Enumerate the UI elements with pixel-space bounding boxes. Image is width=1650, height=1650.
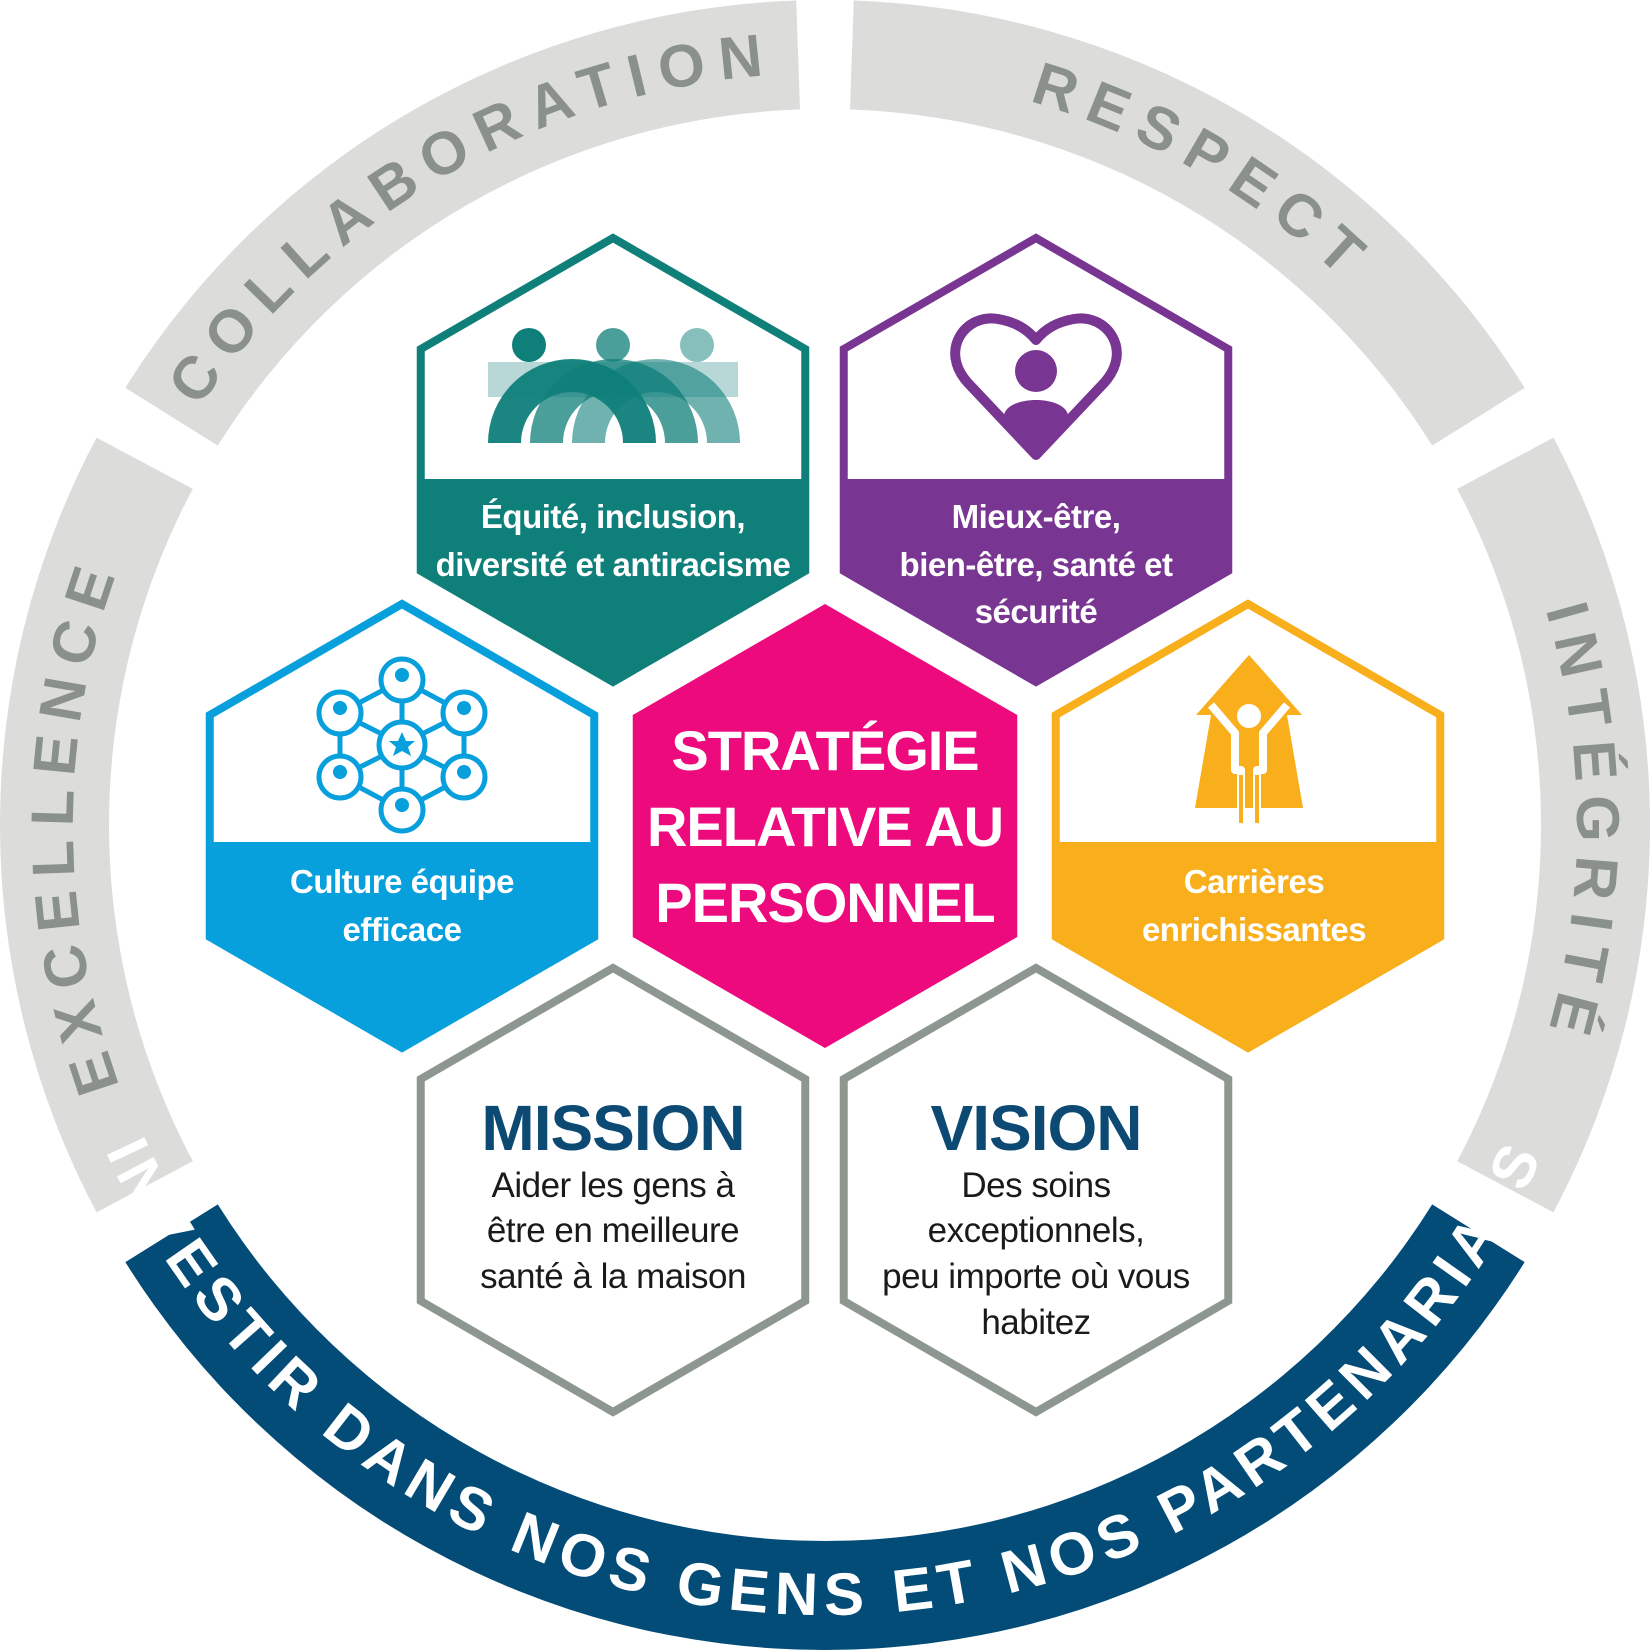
vision-line: Des soins xyxy=(961,1166,1110,1205)
people-arches-icon xyxy=(488,328,740,443)
hex-mission xyxy=(416,963,810,1417)
vision-line: habitez xyxy=(981,1303,1090,1342)
vision-line: exceptionnels, xyxy=(928,1211,1145,1250)
pillar-culture-label: Culture équipe efficace xyxy=(290,863,515,948)
center-title-line: PERSONNEL xyxy=(655,871,995,934)
mission-line: Aider les gens à xyxy=(492,1166,736,1205)
pillar-equity-line: Équité, inclusion, xyxy=(481,498,745,535)
pillar-careers-label: Carrières enrichissantes xyxy=(1142,863,1367,948)
pillar-wellness-line: bien-être, santé et xyxy=(900,546,1173,583)
ring-segment-collaboration xyxy=(125,0,801,446)
vision-title: VISION xyxy=(931,1092,1142,1164)
pillar-culture-line: efficace xyxy=(343,911,462,948)
pillar-equity-label: Équité, inclusion, diversité et antiraci… xyxy=(436,498,791,583)
ring-segment-integrity xyxy=(1457,437,1650,1213)
heart-person-icon xyxy=(950,313,1122,460)
hex-wellness-label-band xyxy=(840,479,1232,686)
vision-block: VISION Des soins exceptionnels, peu impo… xyxy=(882,1092,1190,1342)
center-title-line: RELATIVE AU xyxy=(647,795,1003,858)
pillar-culture-line: Culture équipe xyxy=(290,863,514,900)
pillar-careers-line: Carrières xyxy=(1184,863,1324,900)
pillar-wellness-label: Mieux-être, bien-être, santé et sécurité xyxy=(900,498,1174,630)
hex-wellness xyxy=(839,233,1233,687)
pillar-equity-line: diversité et antiracisme xyxy=(436,546,791,583)
mission-line: santé à la maison xyxy=(480,1257,746,1296)
person-arrow-up-icon xyxy=(1195,655,1303,829)
pillar-careers-line: enrichissantes xyxy=(1142,911,1366,948)
hex-mission-shape xyxy=(416,963,810,1417)
hex-vision-shape xyxy=(839,963,1233,1417)
hex-careers-label-band xyxy=(1052,842,1444,1052)
pillar-wellness-line: Mieux-être, xyxy=(952,498,1121,535)
ring-segment-banner xyxy=(125,1204,1525,1650)
mission-title: MISSION xyxy=(481,1092,744,1164)
team-network-icon xyxy=(316,656,488,834)
mission-line: être en meilleure xyxy=(487,1211,739,1250)
hex-culture-label-band xyxy=(206,842,598,1052)
hex-equity xyxy=(416,233,810,687)
center-title-line: STRATÉGIE xyxy=(671,719,978,782)
center-title: STRATÉGIE RELATIVE AU PERSONNEL xyxy=(647,719,1004,934)
hex-center xyxy=(632,604,1018,1048)
pillar-wellness-line: sécurité xyxy=(975,593,1098,630)
mission-block: MISSION Aider les gens à être en meilleu… xyxy=(480,1092,746,1296)
hex-vision xyxy=(839,963,1233,1417)
ring-segment-excellence xyxy=(0,437,193,1213)
vision-line: peu importe où vous xyxy=(882,1257,1190,1296)
hex-equity-label-band xyxy=(417,479,809,686)
ring-segment-respect xyxy=(849,0,1525,446)
hex-center-shape xyxy=(632,604,1018,1048)
